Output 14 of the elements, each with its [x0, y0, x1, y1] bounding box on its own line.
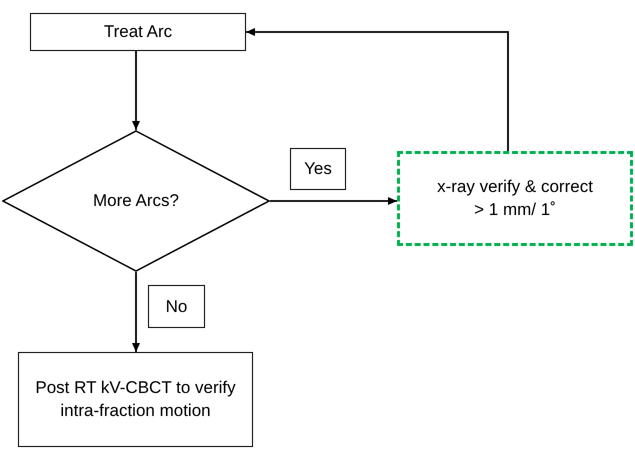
node-text: x-ray verify & correct > 1 mm/ 1˚	[436, 176, 594, 220]
process-box	[18, 352, 253, 447]
node-text: Treat Arc	[102, 20, 174, 43]
edge-label: No	[148, 285, 205, 328]
process-box	[397, 151, 633, 246]
node-text: Post RT kV-CBCT to verify intra-fraction motion	[34, 377, 237, 422]
arrow	[132, 272, 140, 352]
arrow	[270, 197, 397, 205]
process-box	[30, 13, 246, 51]
node-text: More Arcs?	[92, 190, 180, 212]
edge-label: Yes	[290, 148, 346, 190]
arrow	[246, 28, 509, 151]
arrow	[132, 51, 140, 130]
decision-diamond	[2, 130, 270, 272]
